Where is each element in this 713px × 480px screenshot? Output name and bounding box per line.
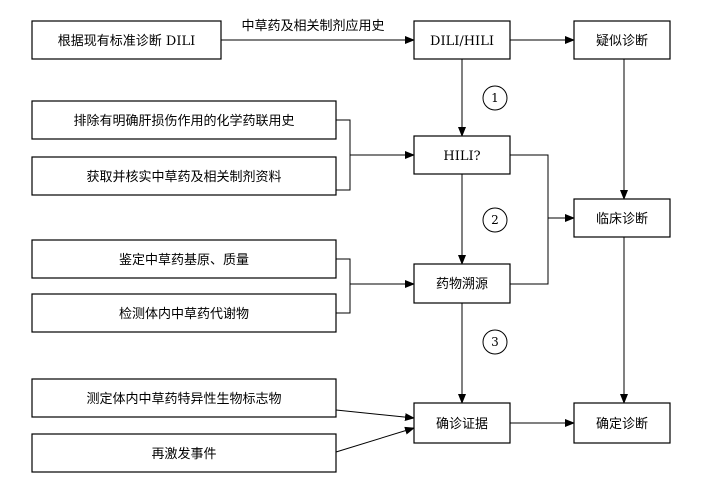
node-standard-diagnosis: 根据现有标准诊断 DILI (31, 20, 222, 60)
step-marker-2: 2 (482, 207, 508, 233)
step-number: 1 (491, 91, 499, 105)
node-label: HILI? (443, 149, 480, 164)
node-hili-question: HILI? (413, 135, 511, 175)
node-label: 根据现有标准诊断 DILI (58, 34, 195, 49)
bracket-hili-inputs (336, 119, 351, 191)
node-confirming-evidence: 确诊证据 (413, 402, 511, 444)
step-number: 2 (491, 213, 499, 227)
connectors (221, 36, 628, 453)
bracket-tracing-inputs (336, 258, 351, 314)
node-rechallenge: 再激发事件 (31, 433, 337, 473)
node-label: 鉴定中草药基原、质量 (119, 253, 249, 268)
step-marker-1: 1 (482, 85, 508, 111)
node-label: 检测体内中草药代谢物 (119, 306, 249, 322)
node-suspected-diagnosis: 疑似诊断 (573, 20, 671, 60)
node-label: 药物溯源 (436, 276, 488, 292)
node-label: 再激发事件 (151, 446, 216, 462)
node-confirmed-diagnosis: 确定诊断 (573, 402, 671, 444)
node-label: 临床诊断 (596, 212, 648, 227)
node-label: 确诊证据 (436, 417, 488, 432)
node-label: 确定诊断 (596, 417, 648, 432)
step-marker-3: 3 (482, 329, 508, 355)
node-specific-biomarkers: 测定体内中草药特异性生物标志物 (31, 378, 337, 418)
node-exclude-chemical: 排除有明确肝损伤作用的化学药联用史 (31, 100, 337, 140)
node-label: 排除有明确肝损伤作用的化学药联用史 (73, 113, 294, 129)
node-detect-metabolites: 检测体内中草药代谢物 (31, 293, 337, 333)
node-identify-origin: 鉴定中草药基原、质量 (31, 239, 337, 279)
node-drug-tracing: 药物溯源 (413, 263, 511, 304)
edge-label-herb-history: 中草药及相关制剂应用史 (241, 18, 384, 34)
arrow-rechallenge-to-evidence (335, 426, 415, 453)
step-number: 3 (491, 335, 499, 349)
bracket-right-hili-tracing (510, 154, 549, 285)
node-label: 获取并核实中草药及相关制剂资料 (86, 170, 281, 185)
node-label: 测定体内中草药特异性生物标志物 (86, 391, 281, 407)
arrow-biomarkers-to-evidence (335, 409, 415, 422)
node-dili-hili: DILI/HILI (413, 20, 511, 60)
node-label: 疑似诊断 (596, 33, 648, 49)
node-verify-materials: 获取并核实中草药及相关制剂资料 (31, 156, 337, 196)
node-clinical-diagnosis: 临床诊断 (573, 198, 671, 238)
node-label: DILI/HILI (430, 34, 494, 49)
